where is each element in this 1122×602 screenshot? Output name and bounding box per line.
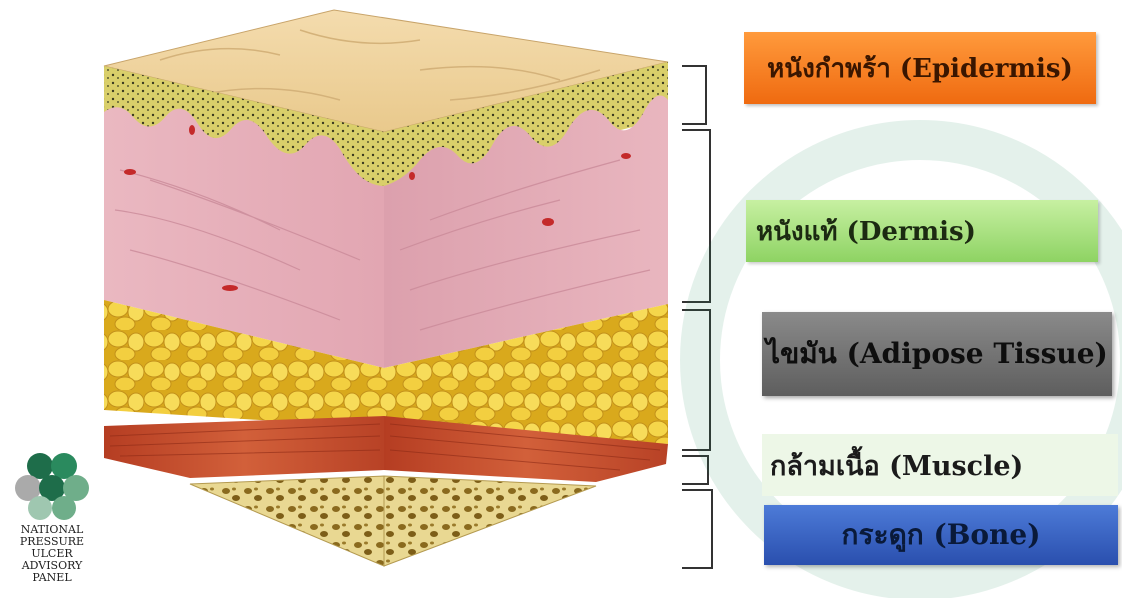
bone-layer-right (384, 476, 596, 566)
label-dermis: หนังแท้ (Dermis) (746, 200, 1098, 262)
label-epidermis: หนังกำพร้า (Epidermis) (744, 32, 1096, 104)
label-bone: กระดูก (Bone) (764, 505, 1118, 565)
logo-line-3: ULCER (6, 548, 98, 559)
label-adipose: ไขมัน (Adipose Tissue) (762, 312, 1112, 396)
logo-line-5: PANEL (6, 572, 98, 583)
label-muscle: กล้ามเนื้อ (Muscle) (762, 434, 1118, 496)
bracket-epidermis (682, 66, 706, 124)
bracket-bone (682, 490, 712, 568)
npuap-logo-icon (15, 453, 89, 520)
bone-layer-left (190, 476, 384, 566)
logo-line-1: NATIONAL (6, 524, 98, 535)
logo-line-4: ADVISORY (6, 560, 98, 571)
logo-line-2: PRESSURE (6, 536, 98, 547)
